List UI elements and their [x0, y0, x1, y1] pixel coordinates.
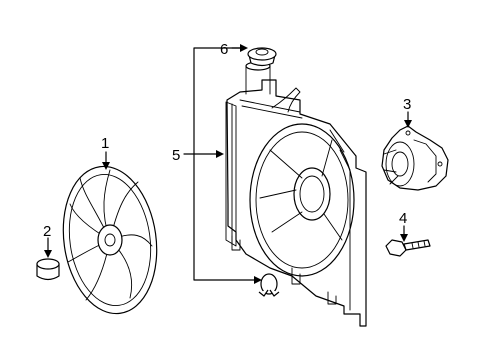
callout-6: 6: [220, 41, 228, 58]
callout-1: 1: [101, 135, 109, 152]
callout-3: 3: [403, 96, 411, 113]
bolt: [385, 239, 431, 257]
radiator-cap: [247, 47, 277, 67]
callout-2: 2: [43, 223, 51, 240]
callout-4: 4: [399, 210, 407, 227]
fan-motor: [381, 125, 449, 191]
leader-lines: [44, 44, 412, 284]
callout-5: 5: [172, 147, 180, 164]
hub-cap: [36, 258, 60, 281]
shroud-clip: [258, 273, 280, 297]
fan-blade: [62, 165, 158, 315]
fan-shroud: [225, 61, 367, 327]
